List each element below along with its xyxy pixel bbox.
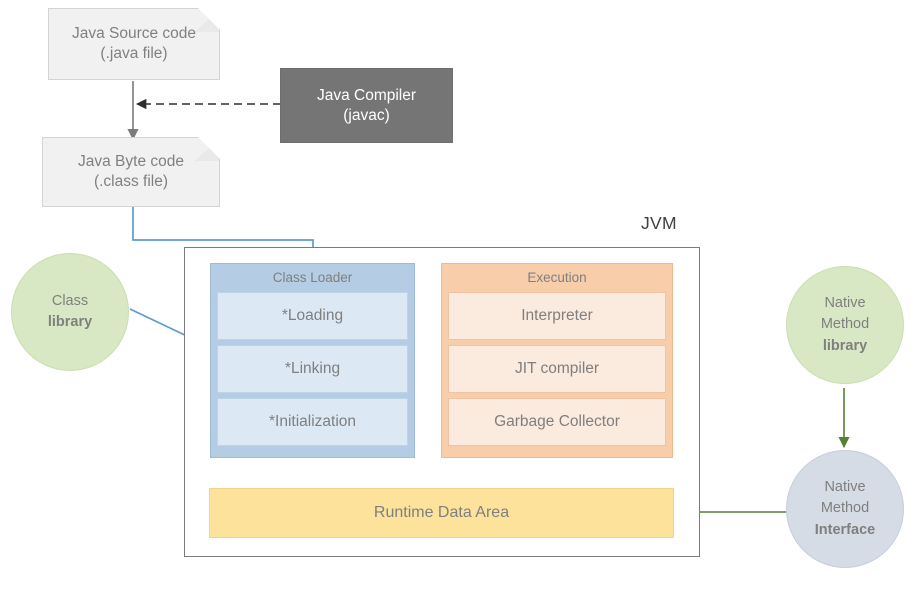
execution-panel: Execution Interpreter JIT compiler Garba… xyxy=(441,263,673,458)
native-method-interface-line3: Interface xyxy=(814,521,876,538)
native-method-library-line3: library xyxy=(822,337,868,354)
execution-item-garbage-collector[interactable]: Garbage Collector xyxy=(448,398,666,446)
native-method-interface-line2: Method xyxy=(820,500,870,517)
class-loader-header: Class Loader xyxy=(272,270,353,285)
native-method-library-circle: Native Method library xyxy=(786,266,904,384)
java-byte-code-line2: (.class file) xyxy=(93,173,169,190)
java-compiler-line2: (javac) xyxy=(343,106,390,124)
java-compiler-box: Java Compiler (javac) xyxy=(280,68,453,143)
java-compiler-line1: Java Compiler xyxy=(316,86,417,104)
runtime-data-area[interactable]: Runtime Data Area xyxy=(209,488,674,538)
execution-header: Execution xyxy=(527,270,587,285)
execution-item-jit-compiler[interactable]: JIT compiler xyxy=(448,345,666,393)
class-library-line2: library xyxy=(47,314,93,330)
runtime-data-area-label: Runtime Data Area xyxy=(373,504,510,521)
class-library-circle: Class library xyxy=(11,253,129,371)
java-source-code-line2: (.java file) xyxy=(100,45,168,62)
java-source-code-line1: Java Source code xyxy=(71,25,197,43)
class-loader-item-linking[interactable]: *Linking xyxy=(217,345,408,393)
class-library-line1: Class xyxy=(51,292,89,309)
native-method-interface-circle: Native Method Interface xyxy=(786,450,904,568)
folded-corner-icon xyxy=(195,9,219,32)
java-byte-code-line1: Java Byte code xyxy=(78,153,184,171)
folded-corner-icon xyxy=(195,138,219,161)
native-method-interface-line1: Native xyxy=(824,479,866,496)
java-byte-code-box: Java Byte code (.class file) xyxy=(42,137,220,207)
class-loader-item-initialization[interactable]: *Initialization xyxy=(217,398,408,446)
native-method-library-line1: Native xyxy=(824,295,866,312)
class-loader-item-loading[interactable]: *Loading xyxy=(217,292,408,340)
jvm-label: JVM xyxy=(641,213,677,233)
execution-item-interpreter[interactable]: Interpreter xyxy=(448,292,666,340)
class-loader-panel: Class Loader *Loading *Linking *Initiali… xyxy=(210,263,415,458)
native-method-library-line2: Method xyxy=(820,316,870,333)
java-source-code-box: Java Source code (.java file) xyxy=(48,8,220,80)
